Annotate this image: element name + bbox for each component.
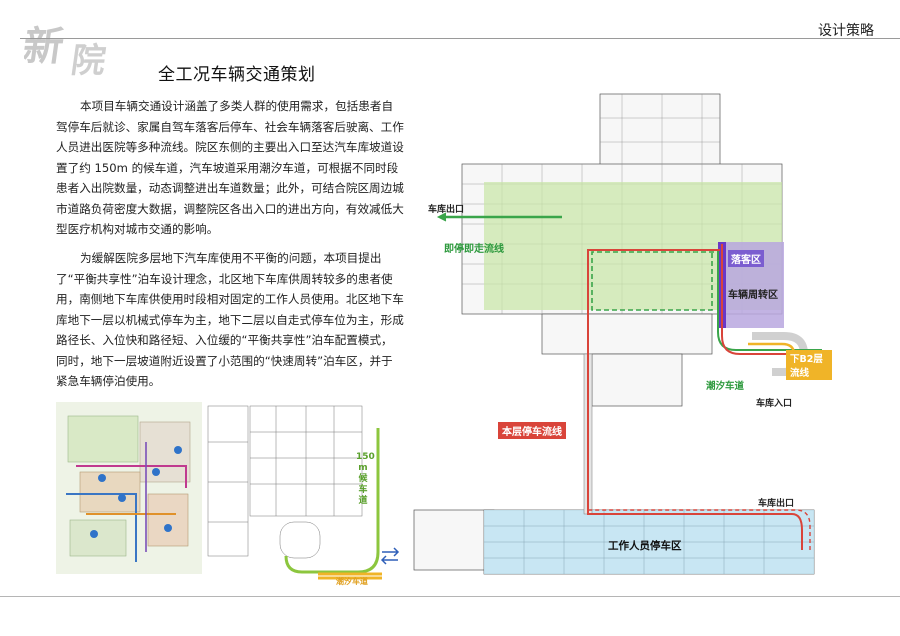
footer-rule <box>0 596 900 597</box>
garage-exit-top-label: 车库出口 <box>428 205 465 215</box>
tidal-lane-label-small: 潮汐车道 <box>336 577 368 586</box>
to-b2-flow-label: 下B2层流线 <box>786 350 832 380</box>
garage-exit-bottom-label: 车库出口 <box>758 499 795 509</box>
drop-and-go-flow-label: 即停即走流线 <box>444 244 504 255</box>
turnover-zone-label: 车辆周转区 <box>728 290 778 301</box>
basement-traffic-plan: 车库出口 即停即走流线 落客区 车辆周转区 下B2层流线 潮汐车道 车库入口 本… <box>412 74 832 586</box>
section-tag: 设计策略 <box>818 23 874 39</box>
site-plan-thumbnail <box>56 402 202 574</box>
svg-text:院: 院 <box>69 41 109 76</box>
body-paragraph-2: 为缓解医院多层地下汽车库使用不平衡的问题，本项目提出了“平衡共享性”泊车设计理念… <box>56 251 404 388</box>
header-rule <box>20 38 900 39</box>
staff-parking-label: 工作人员停车区 <box>608 540 682 552</box>
logo-mark: 新 院 <box>24 23 109 76</box>
this-level-flow-label: 本层停车流线 <box>498 422 566 439</box>
waiting-lane-plan-thumbnail: 150 m 候 车 道 潮汐车道 <box>206 402 406 588</box>
page-title: 全工况车辆交通策划 <box>158 65 316 85</box>
body-paragraph-1: 本项目车辆交通设计涵盖了多类人群的使用需求，包括患者自驾停车后就诊、家属自驾车落… <box>56 99 404 236</box>
drop-off-zone-label: 落客区 <box>728 250 764 267</box>
tidal-lane-label: 潮汐车道 <box>706 381 745 392</box>
waiting-lane-label: 150 m 候 车 道 <box>356 452 375 506</box>
garage-entrance-label: 车库入口 <box>756 399 793 409</box>
svg-text:新: 新 <box>24 23 67 70</box>
